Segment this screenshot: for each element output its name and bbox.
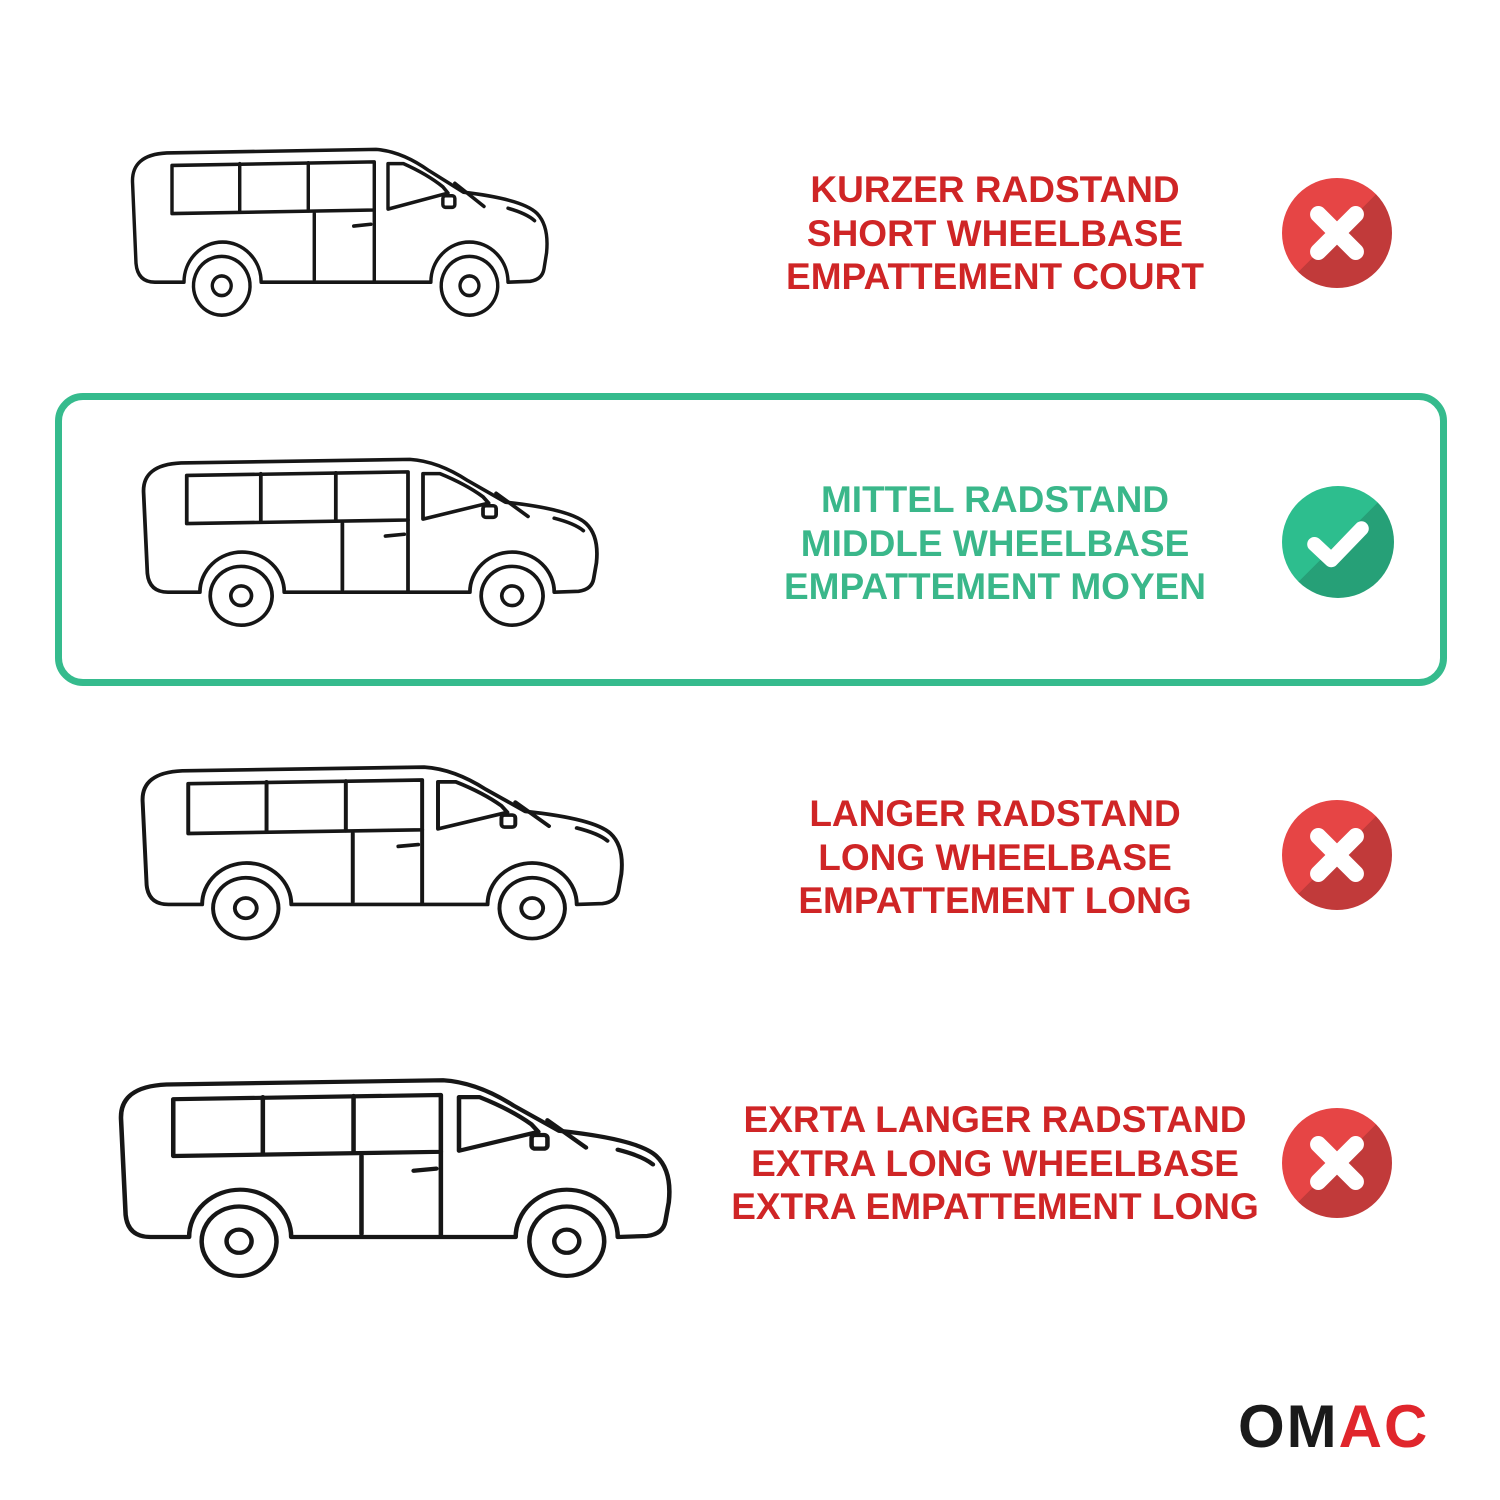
row-label-middle: MITTEL RADSTAND MIDDLE WHEELBASE EMPATTE…	[740, 478, 1250, 609]
label-french: EXTRA EMPATTEMENT LONG	[731, 1186, 1259, 1228]
label-german: LANGER RADSTAND	[809, 793, 1181, 834]
omac-logo: OMAC	[1238, 1392, 1429, 1461]
label-german: KURZER RADSTAND	[810, 169, 1180, 210]
row-extra-long-wheelbase: EXRTA LANGER RADSTAND EXTRA LONG WHEELBA…	[0, 1050, 1500, 1350]
omac-logo-black-part: OM	[1238, 1393, 1339, 1460]
row-long-wheelbase: LANGER RADSTAND LONG WHEELBASE EMPATTEME…	[0, 740, 1500, 1010]
van-illustration-extra-long	[78, 1055, 713, 1297]
label-english: SHORT WHEELBASE	[806, 212, 1184, 254]
label-english: MIDDLE WHEELBASE	[800, 522, 1190, 564]
van-illustration-middle	[141, 457, 599, 628]
van-illustration-short	[130, 147, 549, 317]
label-french: EMPATTEMENT MOYEN	[783, 566, 1207, 608]
check-mark-icon	[1282, 486, 1394, 598]
row-middle-wheelbase-selected: MITTEL RADSTAND MIDDLE WHEELBASE EMPATTE…	[55, 393, 1447, 686]
label-french: EMPATTEMENT COURT	[786, 256, 1204, 298]
label-german: EXRTA LANGER RADSTAND	[743, 1099, 1247, 1140]
row-label-short: KURZER RADSTAND SHORT WHEELBASE EMPATTEM…	[740, 168, 1250, 299]
row-short-wheelbase: KURZER RADSTAND SHORT WHEELBASE EMPATTEM…	[0, 120, 1500, 380]
label-english: EXTRA LONG WHEELBASE	[751, 1142, 1239, 1184]
x-mark-icon	[1282, 1108, 1392, 1218]
label-german: MITTEL RADSTAND	[820, 479, 1170, 520]
x-mark-icon	[1282, 800, 1392, 910]
row-label-extra-long: EXRTA LANGER RADSTAND EXTRA LONG WHEELBA…	[725, 1098, 1265, 1229]
label-french: EMPATTEMENT LONG	[798, 880, 1192, 922]
row-label-long: LANGER RADSTAND LONG WHEELBASE EMPATTEME…	[740, 792, 1250, 923]
van-illustration-long	[140, 765, 624, 941]
omac-logo-red-part: AC	[1338, 1393, 1430, 1460]
x-mark-icon	[1282, 178, 1392, 288]
label-english: LONG WHEELBASE	[818, 836, 1172, 878]
